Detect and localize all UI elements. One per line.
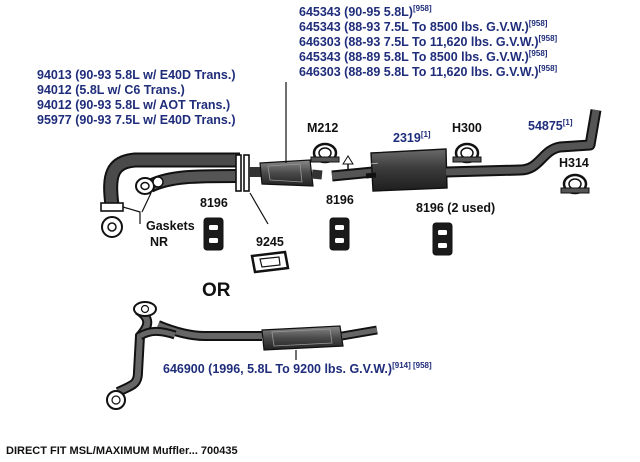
label-54875: 54875[1] [528, 118, 573, 134]
label-nr: NR [150, 235, 169, 249]
intermediate-pipe [331, 155, 374, 182]
label-h300: H300 [452, 121, 482, 135]
label-94012-aot: 94012 (90-93 5.8L w/ AOT Trans.) [37, 98, 231, 112]
label-645343-90-95: 645343 (90-95 5.8L)[958] [299, 4, 432, 20]
label-94013: 94013 (90-93 5.8L w/ E40D Trans.) [37, 68, 236, 82]
clamp-m212-icon [310, 142, 340, 164]
label-2319: 2319[1] [393, 130, 431, 146]
label-m212: M212 [307, 121, 339, 135]
footer-caption: DIRECT FIT MSL/MAXIMUM Muffler... 700435 [6, 445, 238, 457]
clamp-h300-icon [452, 142, 482, 164]
label-646303-88-93: 646303 (88-93 7.5L To 11,620 lbs. G.V.W.… [299, 34, 558, 50]
label-hanger-left: 8196 [200, 196, 228, 210]
alternate-y-pipe [106, 301, 378, 410]
label-h314: H314 [559, 156, 589, 170]
label-hanger-right: 8196 (2 used) [416, 201, 496, 215]
label-645343-88-93: 645343 (88-93 7.5L To 8500 lbs. G.V.W.)[… [299, 19, 548, 35]
label-95977: 95977 (90-93 7.5L w/ E40D Trans.) [37, 113, 236, 127]
hanger-mid-icon [329, 217, 350, 251]
flange-connection [235, 154, 250, 192]
hanger-right-icon [432, 222, 453, 256]
hanger-left-icon [203, 217, 224, 251]
muffler [365, 148, 448, 192]
gasket-leader-lines [122, 192, 269, 225]
label-gaskets: Gaskets [146, 219, 195, 233]
label-645343-88-89: 645343 (88-89 5.8L To 8500 lbs. G.V.W.)[… [299, 49, 548, 65]
part-list-left: 94013 (90-93 5.8L w/ E40D Trans.) 94012 … [37, 68, 236, 128]
or-label: OR [202, 280, 231, 301]
label-hanger-mid: 8196 [326, 193, 354, 207]
label-646900: 646900 (1996, 5.8L To 9200 lbs. G.V.W.)[… [163, 361, 432, 377]
front-y-pipe [100, 152, 241, 238]
part-list-top-right: 645343 (90-95 5.8L)[958] 645343 (88-93 7… [299, 5, 557, 80]
catalytic-converter [249, 82, 323, 187]
tailpipe [445, 109, 602, 178]
label-646303-88-89: 646303 (88-89 5.8L To 11,620 lbs. G.V.W.… [299, 64, 558, 80]
clamp-h314-icon [560, 173, 590, 195]
label-9245: 9245 [256, 235, 284, 249]
gasket-9245-icon [250, 250, 290, 274]
label-94012-c6: 94012 (5.8L w/ C6 Trans.) [37, 83, 185, 97]
